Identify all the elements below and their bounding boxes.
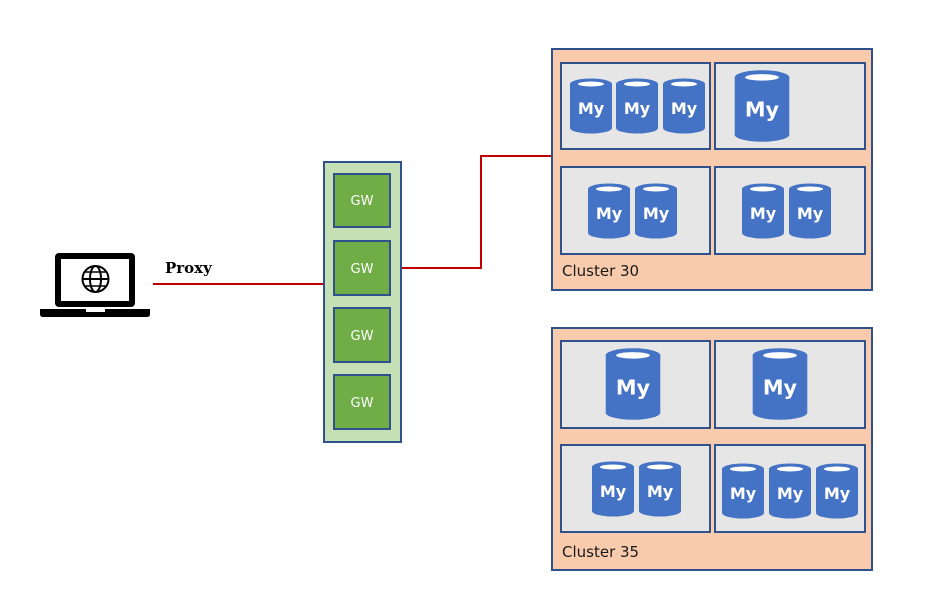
gateway-label: GW: [351, 262, 374, 277]
mysql-db-icon: My: [769, 463, 811, 519]
gateway-label: GW: [351, 194, 374, 209]
proxy-label: Proxy: [165, 259, 213, 277]
db-label: My: [616, 375, 651, 399]
gateway-node[interactable]: GW: [333, 173, 391, 228]
db-label: My: [643, 204, 670, 223]
mysql-db-icon: My: [616, 78, 658, 134]
db-label: My: [763, 375, 798, 399]
mysql-db-icon: My: [663, 78, 705, 134]
mysql-db-icon: My: [816, 463, 858, 519]
db-label: My: [730, 484, 757, 503]
db-label: My: [647, 482, 674, 501]
db-label: My: [797, 204, 824, 223]
db-label: My: [745, 97, 780, 121]
cluster-label: Cluster 30: [562, 262, 639, 280]
gateway-node[interactable]: GW: [333, 374, 391, 430]
mysql-db-icon: My: [605, 348, 661, 420]
mysql-db-icon: My: [789, 183, 831, 239]
db-label: My: [671, 99, 698, 118]
mysql-db-icon: My: [639, 461, 681, 517]
mysql-db-icon: My: [742, 183, 784, 239]
gateway-label: GW: [351, 396, 374, 411]
mysql-db-icon: My: [592, 461, 634, 517]
db-label: My: [596, 204, 623, 223]
gateway-label: GW: [351, 329, 374, 344]
mysql-db-icon: My: [570, 78, 612, 134]
gateway-node[interactable]: GW: [333, 240, 391, 296]
laptop-icon: [40, 253, 150, 317]
db-label: My: [600, 482, 627, 501]
cluster-30[interactable]: My My My My My My My My Cluster 30: [551, 48, 873, 291]
db-label: My: [750, 204, 777, 223]
cluster-35[interactable]: My My My My My My My Cluster 35: [551, 327, 873, 571]
cluster-label: Cluster 35: [562, 543, 639, 561]
db-label: My: [578, 99, 605, 118]
db-label: My: [777, 484, 804, 503]
mysql-db-icon: My: [734, 70, 790, 142]
mysql-db-icon: My: [588, 183, 630, 239]
mysql-db-icon: My: [635, 183, 677, 239]
gateway-node[interactable]: GW: [333, 307, 391, 363]
db-group: [560, 444, 711, 533]
db-label: My: [824, 484, 851, 503]
db-label: My: [624, 99, 651, 118]
mysql-db-icon: My: [722, 463, 764, 519]
mysql-db-icon: My: [752, 348, 808, 420]
